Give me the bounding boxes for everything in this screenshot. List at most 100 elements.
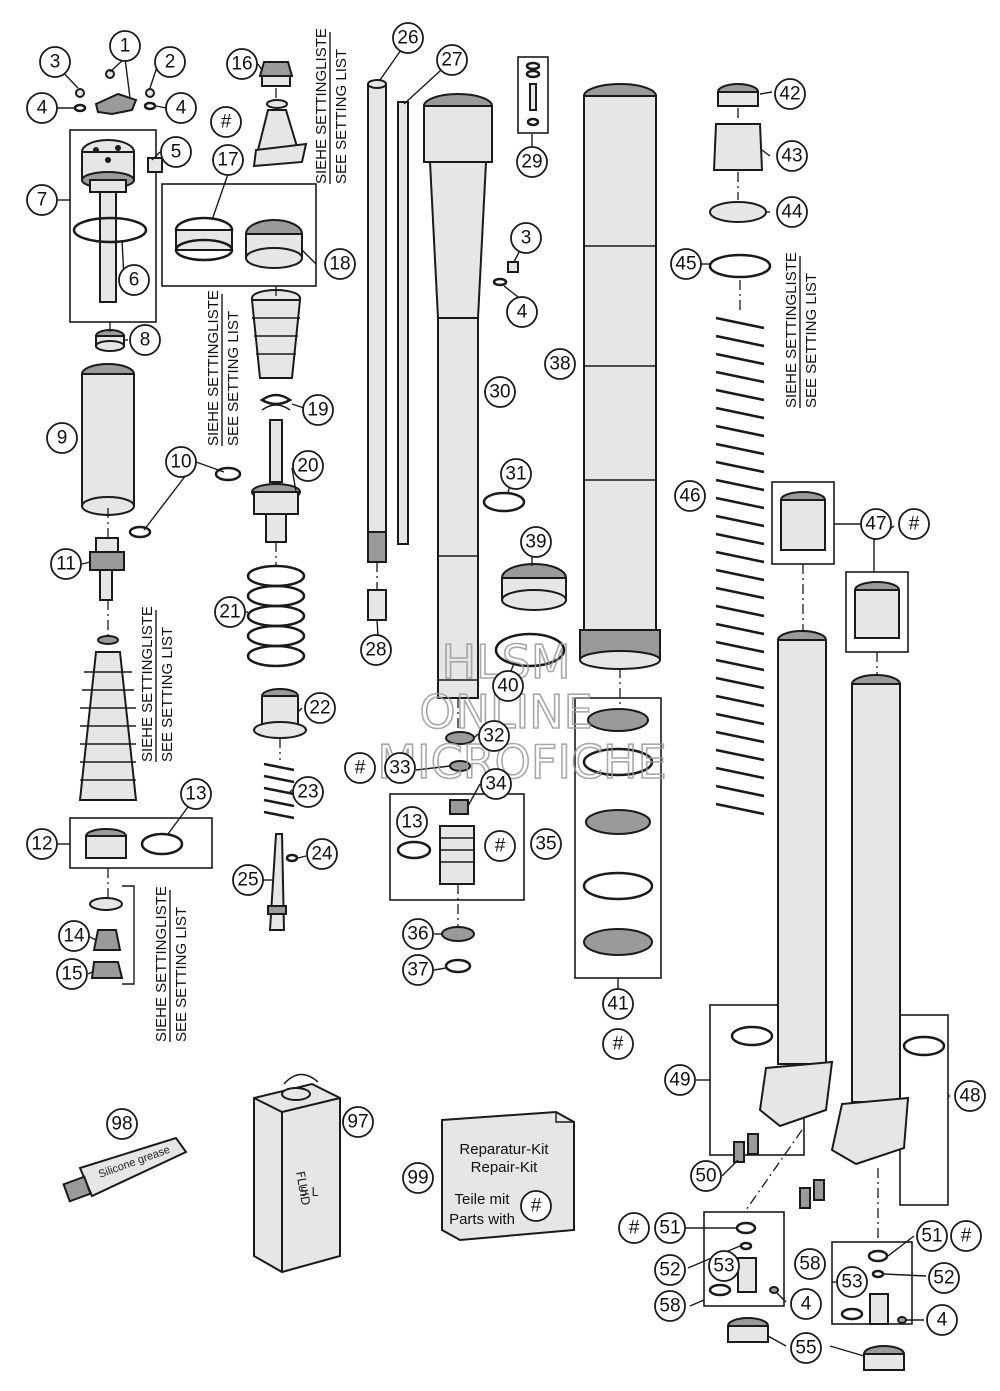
callout-16: 16 bbox=[226, 48, 258, 80]
setting-list-note-3: SIEHE SETTINGLISTE SEE SETTING LIST bbox=[139, 606, 176, 762]
svg-text:18: 18 bbox=[329, 254, 350, 275]
group-box-58a bbox=[703, 1211, 785, 1307]
svg-text:39: 39 bbox=[525, 532, 546, 553]
bottom-parts-58a bbox=[708, 1221, 779, 1343]
setting-list-note-1: SIEHE SETTINGLISTE SEE SETTING LIST bbox=[313, 28, 350, 184]
svg-text:36: 36 bbox=[407, 924, 428, 945]
svg-text:3: 3 bbox=[521, 228, 532, 249]
callout-50: 50 bbox=[690, 1160, 722, 1192]
svg-text:98: 98 bbox=[111, 1114, 132, 1135]
callout-2: 2 bbox=[154, 46, 186, 78]
spring-23 bbox=[263, 762, 299, 863]
callout-hash: # bbox=[520, 1190, 552, 1222]
ring-40 bbox=[494, 632, 566, 668]
setting-list-de: SIEHE SETTINGLISTE bbox=[205, 290, 222, 446]
setting-list-de: SIEHE SETTINGLISTE bbox=[139, 606, 156, 762]
repair-kit-line4: Parts with bbox=[449, 1211, 515, 1228]
callout-58: 58 bbox=[654, 1290, 686, 1322]
callout-4: 4 bbox=[926, 1304, 958, 1336]
callout-51: 51 bbox=[654, 1212, 686, 1244]
seals-36-37 bbox=[441, 926, 475, 974]
svg-text:1: 1 bbox=[120, 36, 131, 57]
callout-38: 38 bbox=[544, 348, 576, 380]
group-box-12 bbox=[69, 817, 213, 869]
svg-text:22: 22 bbox=[309, 698, 330, 719]
svg-text:45: 45 bbox=[675, 254, 696, 275]
outer-tube-30 bbox=[423, 93, 493, 699]
svg-text:47: 47 bbox=[865, 514, 886, 535]
callout-97: 97 bbox=[342, 1106, 374, 1138]
group-box-29 bbox=[517, 56, 549, 134]
setting-list-en: SEE SETTING LIST bbox=[159, 627, 176, 762]
callout-12: 12 bbox=[26, 828, 58, 860]
svg-text:26: 26 bbox=[397, 28, 418, 49]
svg-text:49: 49 bbox=[669, 1070, 690, 1091]
svg-text:13: 13 bbox=[185, 784, 206, 805]
grease-tube-98: Silicone grease bbox=[62, 1136, 188, 1203]
fluid-label-1: FLUID bbox=[293, 1170, 313, 1206]
svg-text:46: 46 bbox=[679, 486, 700, 507]
svg-text:32: 32 bbox=[483, 726, 504, 747]
cartridge-tube-9 bbox=[81, 363, 242, 539]
svg-text:15: 15 bbox=[61, 964, 82, 985]
callout-5: 5 bbox=[160, 136, 192, 168]
callout-14: 14 bbox=[58, 920, 90, 952]
group-box-7 bbox=[69, 129, 157, 323]
svg-text:#: # bbox=[629, 1218, 640, 1239]
svg-text:34: 34 bbox=[485, 774, 507, 795]
guide-39 bbox=[501, 563, 567, 611]
callout-43: 43 bbox=[776, 140, 808, 172]
callout-3: 3 bbox=[39, 46, 71, 78]
bushing-8 bbox=[95, 329, 125, 352]
callout-13: 13 bbox=[180, 778, 212, 810]
bleeder-3-4 bbox=[492, 261, 519, 287]
rod-26 bbox=[367, 79, 387, 621]
cup-22 bbox=[253, 688, 307, 739]
callout-21: 21 bbox=[214, 596, 246, 628]
callout-31: 31 bbox=[500, 458, 532, 490]
parts-32-33 bbox=[445, 731, 475, 772]
callout-41: 41 bbox=[602, 988, 634, 1020]
group-box-35 bbox=[389, 793, 525, 901]
callout-10: 10 bbox=[165, 446, 197, 478]
callout-40: 40 bbox=[492, 670, 524, 702]
valve-29 bbox=[525, 61, 541, 127]
repair-kit-line1: Reparatur-Kit bbox=[459, 1141, 549, 1158]
shim-stack-upper bbox=[78, 635, 138, 801]
svg-text:19: 19 bbox=[307, 400, 328, 421]
shim-stack-19 bbox=[250, 289, 302, 411]
shims-14-15 bbox=[89, 897, 124, 979]
callout-53: 53 bbox=[836, 1266, 868, 1298]
svg-text:#: # bbox=[909, 514, 920, 535]
svg-text:16: 16 bbox=[231, 54, 252, 75]
svg-text:58: 58 bbox=[659, 1296, 680, 1317]
callout-46: 46 bbox=[674, 480, 706, 512]
rod-27 bbox=[397, 101, 409, 545]
spring-21 bbox=[246, 564, 306, 668]
seal-kit-41 bbox=[582, 708, 654, 956]
svg-text:4: 4 bbox=[801, 1294, 812, 1315]
repair-kit-line2: Repair-Kit bbox=[471, 1159, 539, 1176]
callout-34: 34 bbox=[480, 768, 512, 800]
setting-list-de: SIEHE SETTINGLISTE bbox=[783, 252, 800, 408]
callout-49: 49 bbox=[664, 1064, 696, 1096]
fluid-label-2: 5 L bbox=[300, 1185, 318, 1199]
svg-text:40: 40 bbox=[497, 676, 518, 697]
setting-list-en: SEE SETTING LIST bbox=[225, 311, 242, 446]
spring-parts-42-45 bbox=[708, 83, 772, 279]
setting-list-note-5: SIEHE SETTINGLISTE SEE SETTING LIST bbox=[783, 252, 820, 408]
callout-hash: # bbox=[950, 1220, 982, 1252]
callout-30: 30 bbox=[484, 376, 516, 408]
svg-text:14: 14 bbox=[63, 926, 85, 947]
svg-text:38: 38 bbox=[549, 354, 570, 375]
svg-text:2: 2 bbox=[165, 52, 176, 73]
callout-35: 35 bbox=[530, 828, 562, 860]
setting-list-note-4: SIEHE SETTINGLISTE SEE SETTING LIST bbox=[153, 886, 190, 1042]
callout-hash: # bbox=[602, 1028, 634, 1060]
svg-text:7: 7 bbox=[37, 190, 48, 211]
callout-27: 27 bbox=[436, 44, 468, 76]
svg-text:21: 21 bbox=[219, 602, 240, 623]
svg-text:6: 6 bbox=[129, 270, 140, 291]
svg-text:42: 42 bbox=[779, 84, 800, 105]
svg-text:44: 44 bbox=[781, 202, 803, 223]
